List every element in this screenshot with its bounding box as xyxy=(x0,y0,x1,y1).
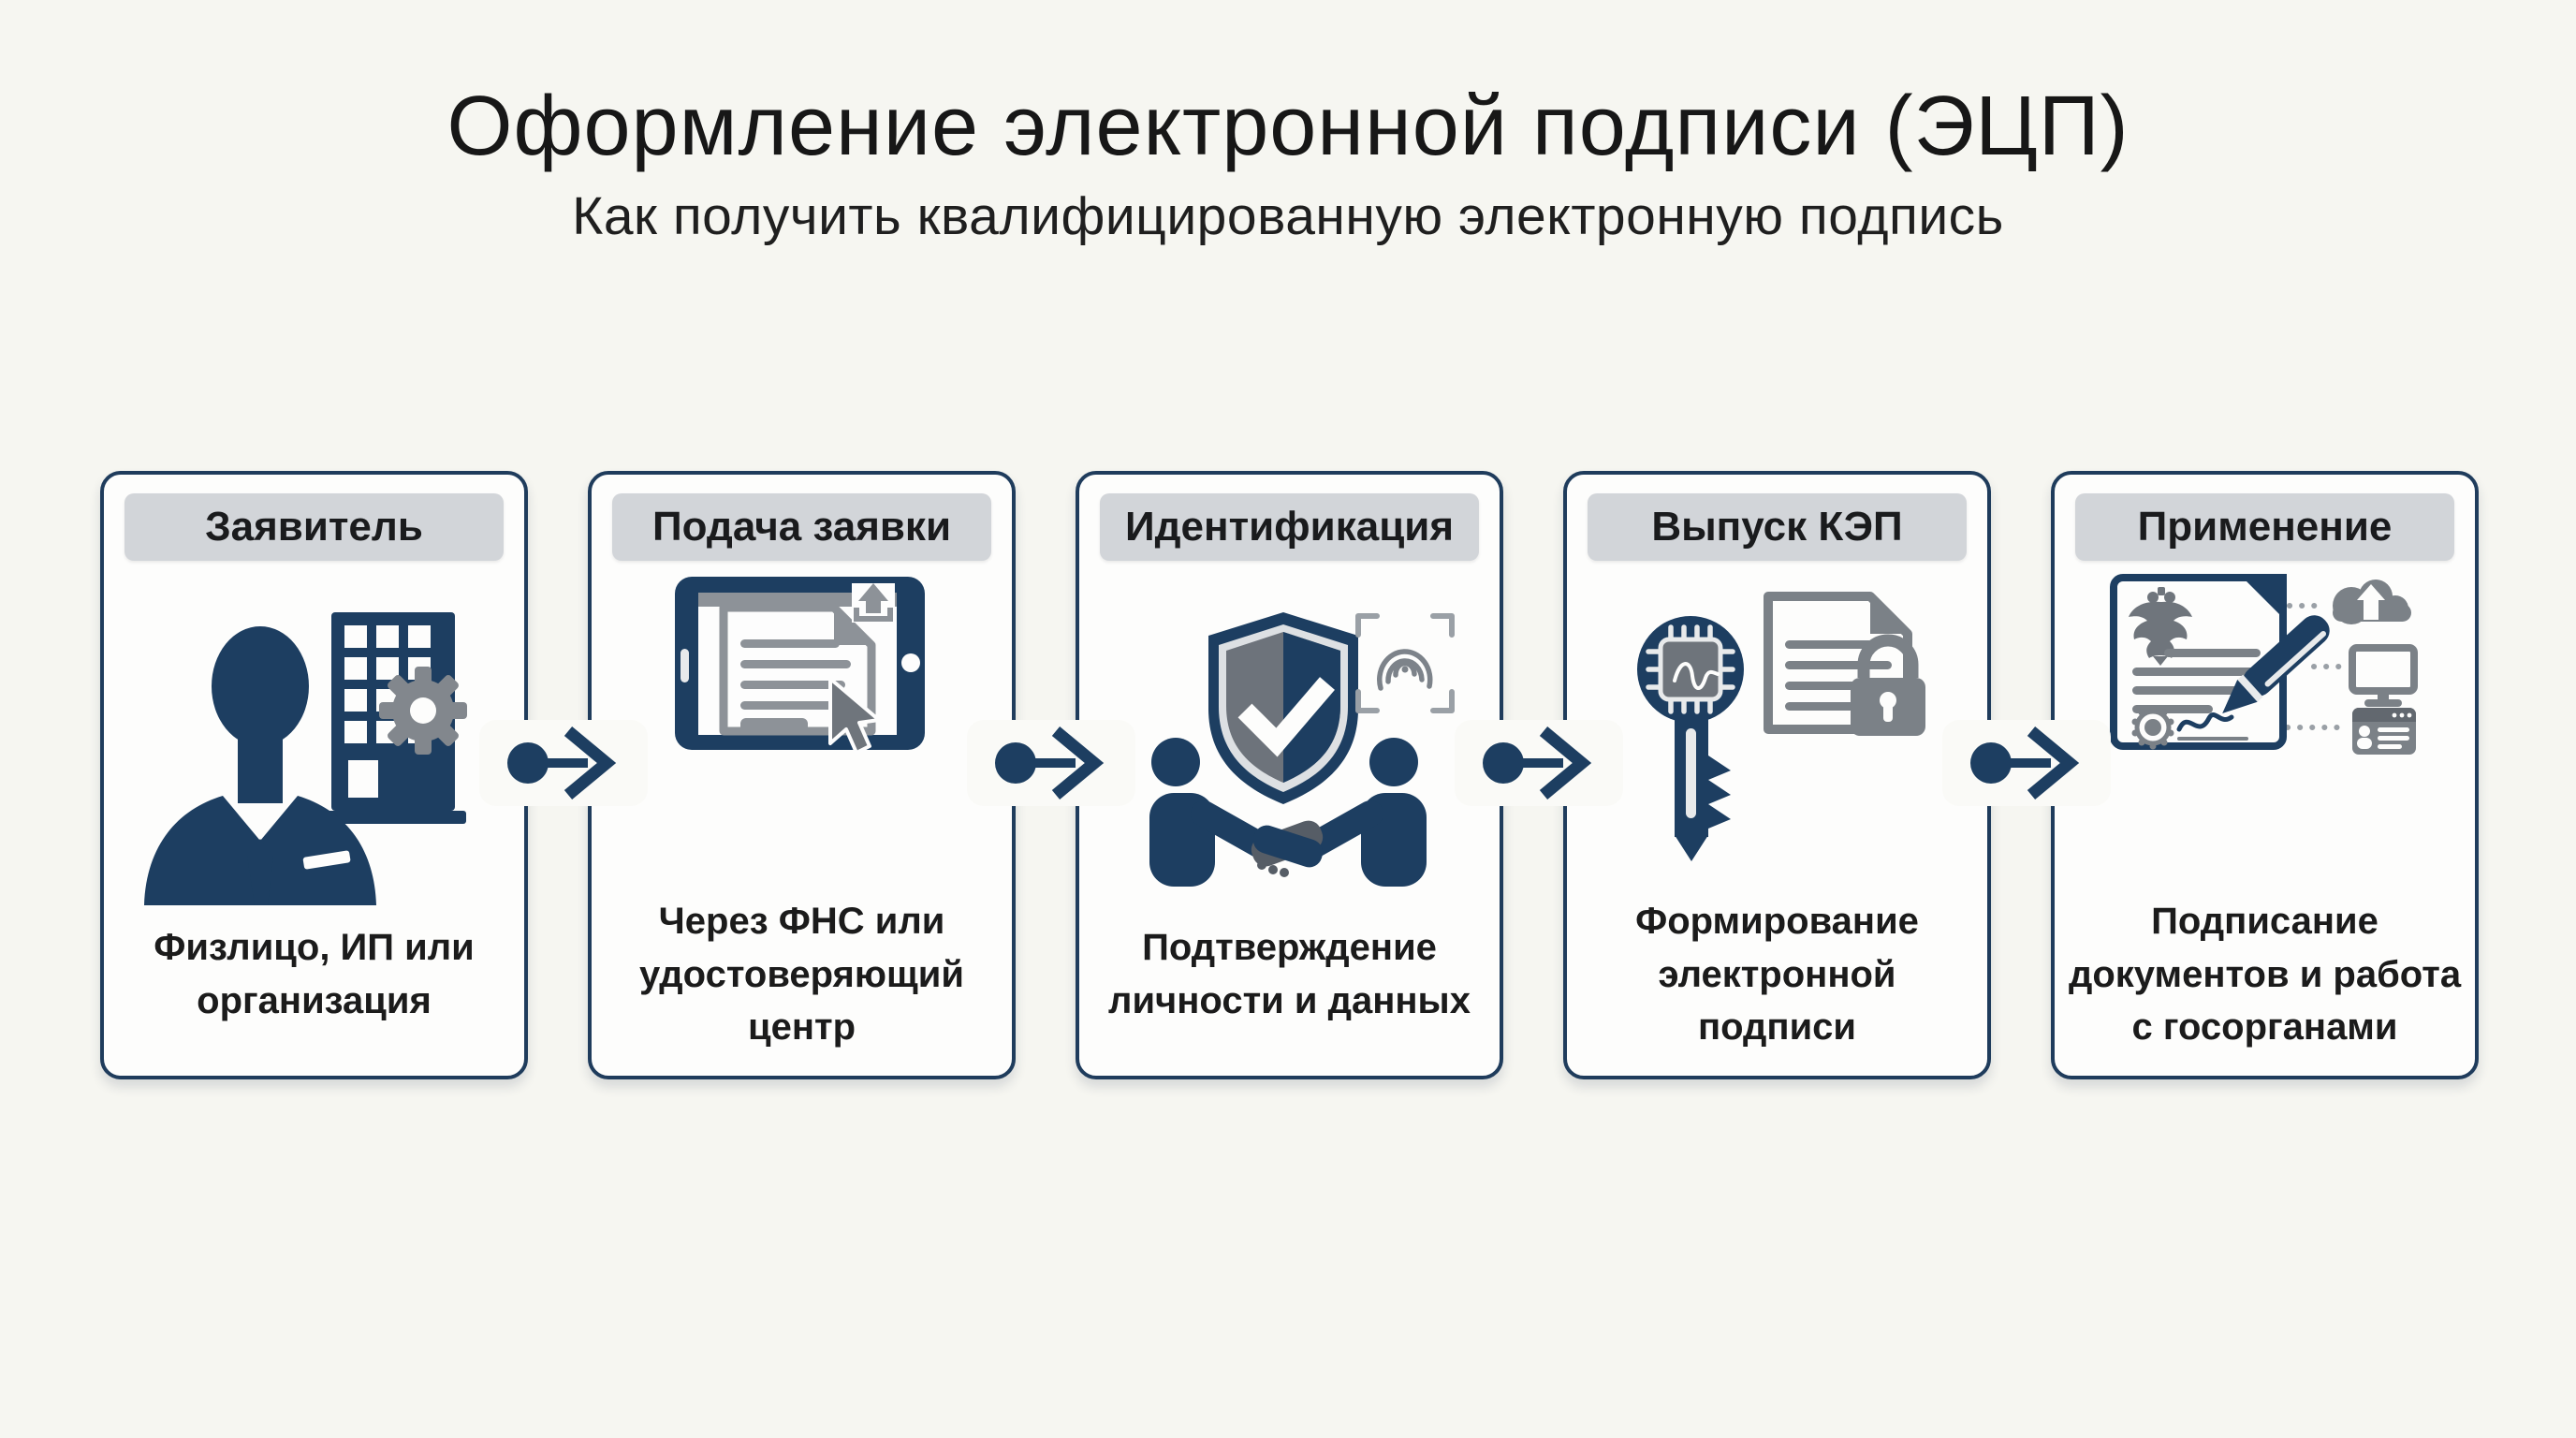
id-card-icon xyxy=(2351,708,2416,755)
flow-arrow-icon xyxy=(1970,726,2080,800)
chip-key-icon xyxy=(1636,616,1744,861)
step-description: Подтверждение личности и данных xyxy=(1108,927,1471,1021)
businessman-icon xyxy=(143,626,376,905)
step-header: Применение xyxy=(2075,493,2454,561)
flow-arrow-1 xyxy=(479,720,648,806)
coat-of-arms-icon xyxy=(2128,587,2192,666)
flow-arrow-icon xyxy=(995,726,1105,800)
shield-check-icon xyxy=(1208,612,1358,804)
step-header: Подача заявки xyxy=(612,493,991,561)
step-header: Идентификация xyxy=(1100,493,1479,561)
padlock-icon xyxy=(1850,634,1925,736)
flow-arrow-3 xyxy=(1455,720,1623,806)
applicant-icon xyxy=(143,612,467,905)
step-description: Формирование электронной подписи xyxy=(1635,900,1919,1049)
step-card-application: Подача заявки xyxy=(588,471,1016,1079)
flow-arrow-icon xyxy=(1483,726,1592,800)
step-description: Физлицо, ИП или организация xyxy=(154,927,475,1021)
flow-arrow-2 xyxy=(967,720,1135,806)
gear-icon xyxy=(378,667,467,755)
step-header: Заявитель xyxy=(124,493,504,561)
step-description: Через ФНС или удостоверяющий центр xyxy=(639,900,964,1049)
kep-issue-icon xyxy=(1636,592,1925,861)
step-card-kep-issue: Выпуск КЭП xyxy=(1563,471,1991,1079)
step-card-usage: Применение xyxy=(2051,471,2479,1079)
cursor-icon xyxy=(827,677,881,755)
step-description: Подписание документов и работа с госорга… xyxy=(2068,900,2462,1049)
identification-icon xyxy=(1149,612,1455,887)
page-subtitle: Как получить квалифицированную электронн… xyxy=(572,186,2004,246)
seal-icon xyxy=(2131,705,2174,750)
fingerprint-icon xyxy=(1354,613,1455,713)
cloud-upload-icon xyxy=(2332,580,2411,624)
step-card-identification: Идентификация xyxy=(1076,471,1503,1079)
signature-icon xyxy=(2176,712,2233,732)
handshake-people-icon xyxy=(1149,738,1427,887)
flow-arrow-4 xyxy=(1942,720,2111,806)
locked-document-icon xyxy=(1763,592,1925,736)
step-card-applicant: Заявитель xyxy=(100,471,528,1079)
upload-icon xyxy=(851,583,895,623)
step-header: Выпуск КЭП xyxy=(1588,493,1967,561)
usage-icon xyxy=(2109,574,2418,755)
monitor-icon xyxy=(2348,644,2418,707)
application-icon xyxy=(674,577,925,755)
flow-arrow-icon xyxy=(507,726,617,800)
pen-icon xyxy=(2221,615,2330,713)
page-title: Оформление электронной подписи (ЭЦП) xyxy=(446,80,2130,173)
